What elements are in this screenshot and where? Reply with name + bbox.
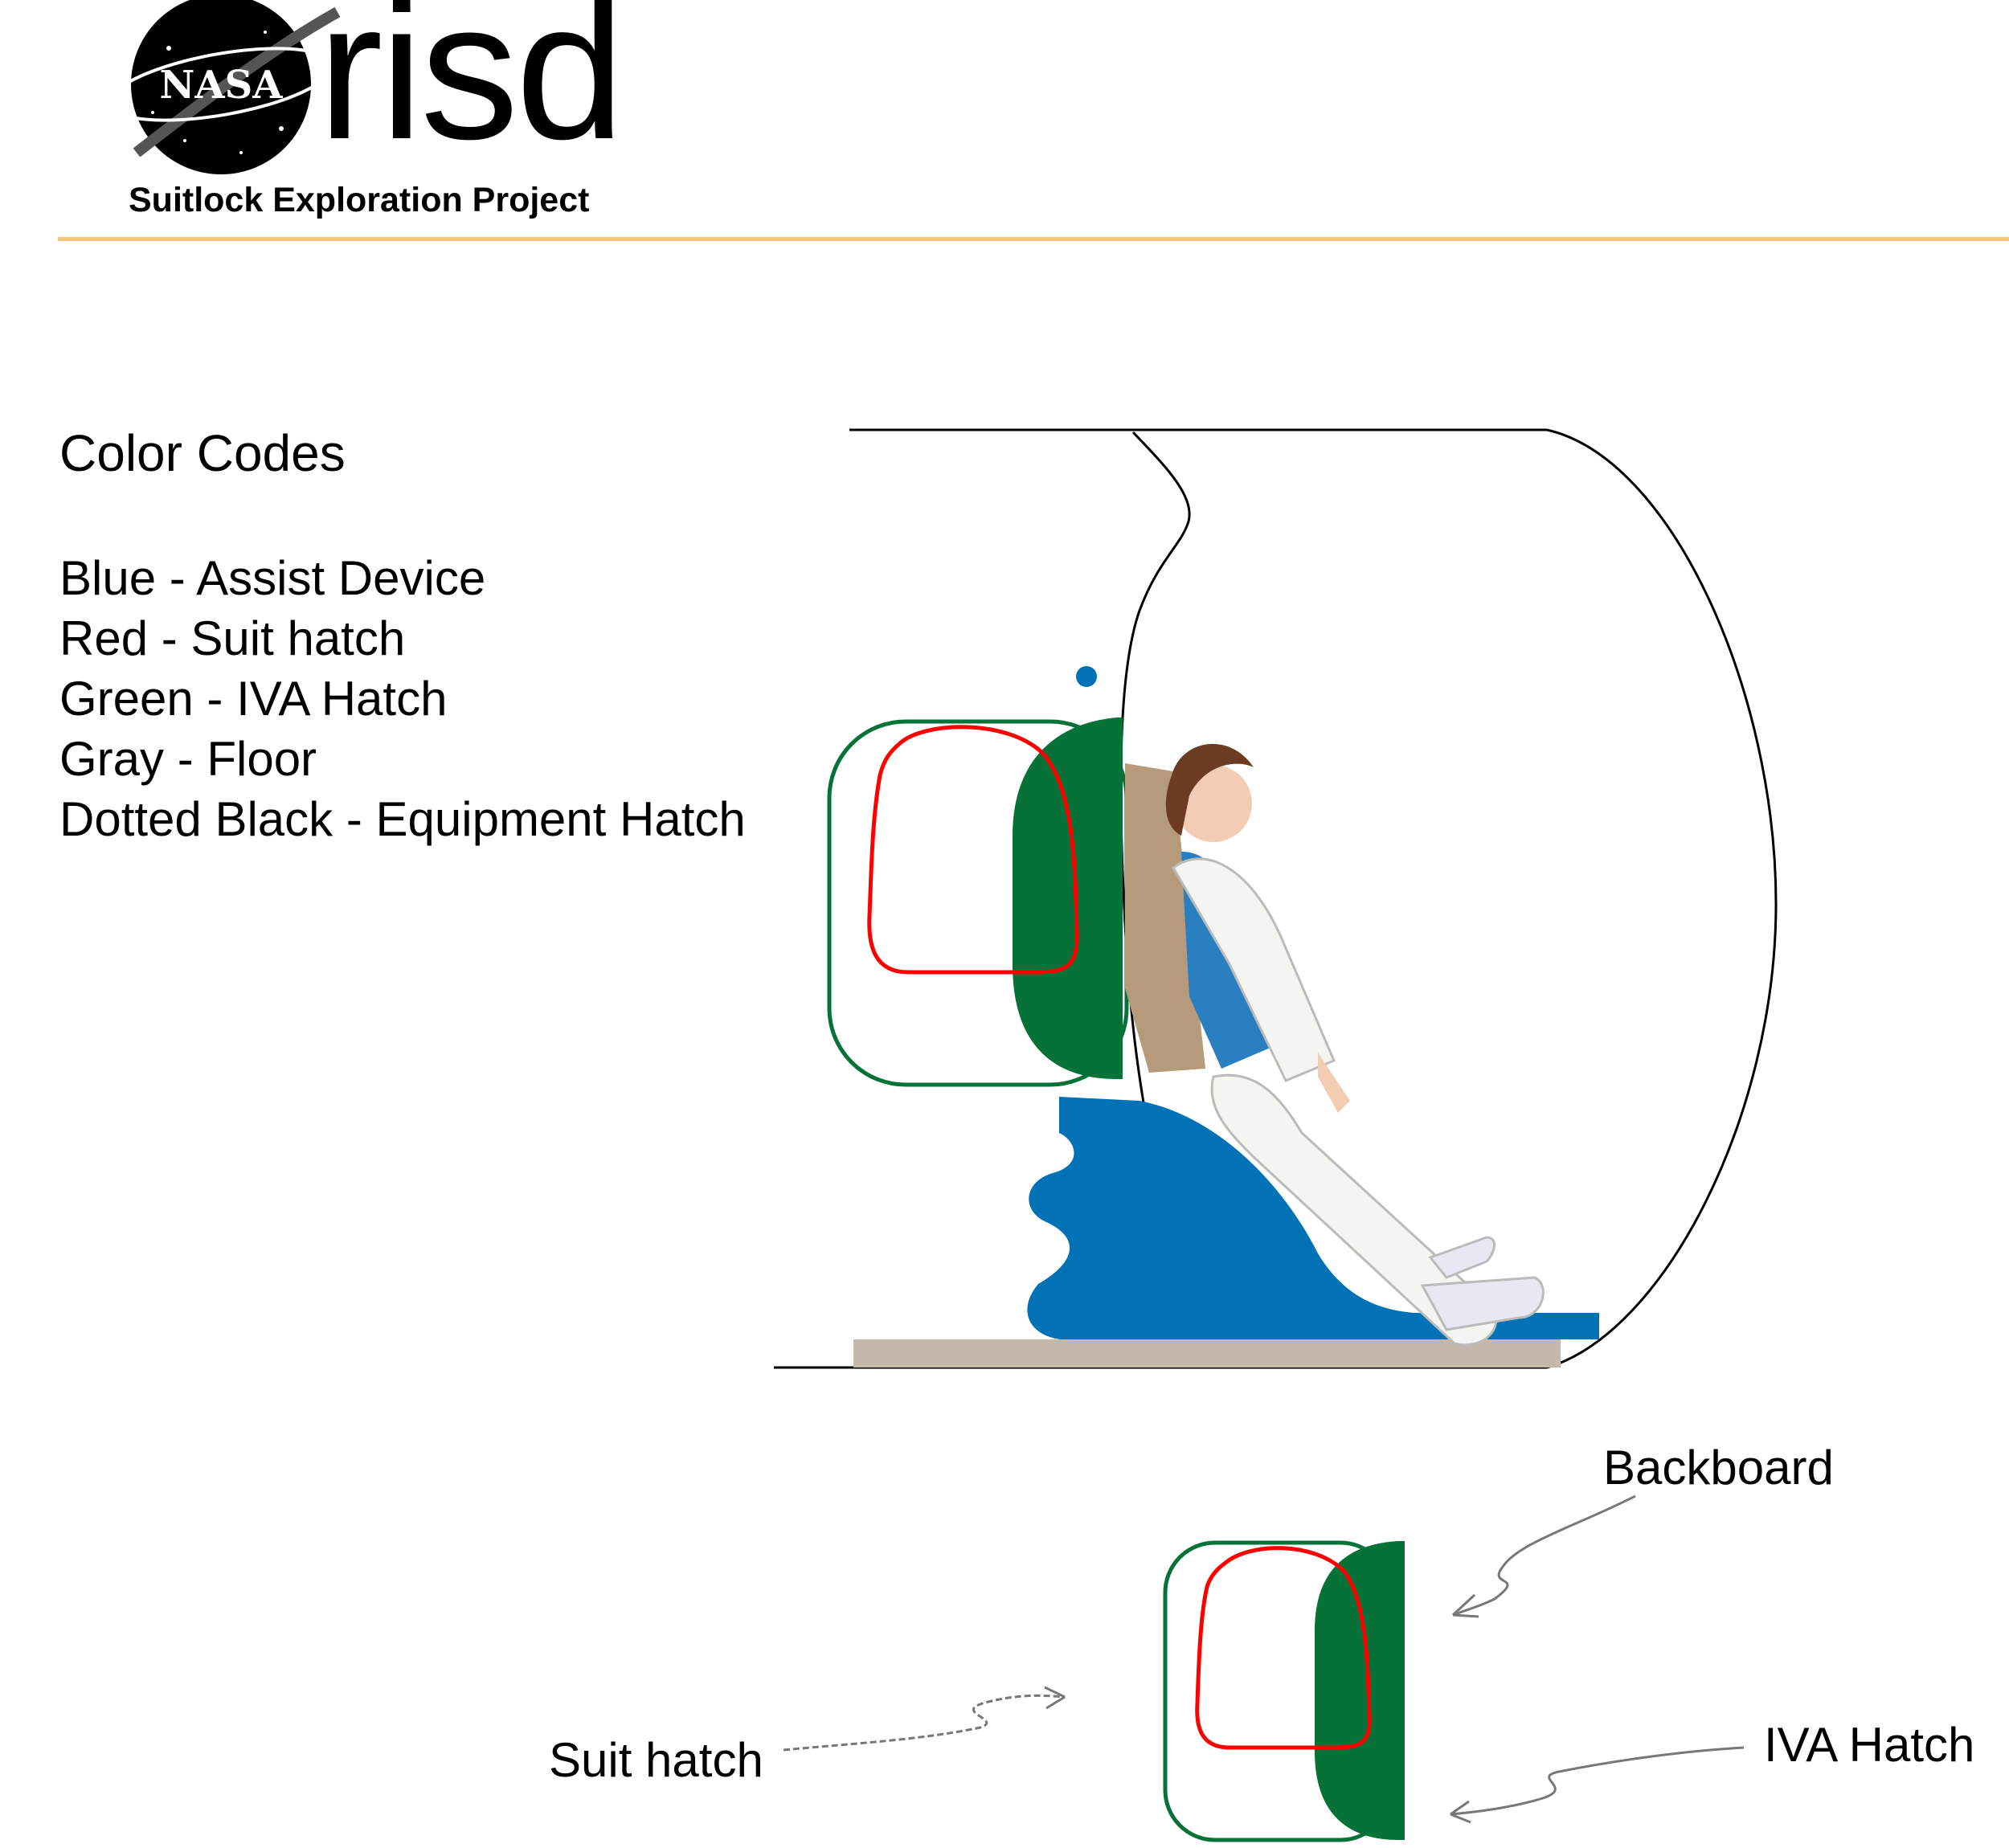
arrow-icon (783, 1494, 1745, 1824)
callout-backboard: Backboard (1603, 1441, 1834, 1494)
header-divider (58, 237, 2009, 241)
hatch-detail (1163, 1540, 1405, 1842)
assist-device-handle (1076, 666, 1097, 687)
suit-hatch-detail (1195, 1546, 1372, 1750)
callout-suit-hatch: Suit hatch (549, 1733, 763, 1787)
legend-item-gray: Gray - Floor (59, 732, 317, 786)
legend-item-green: Green - IVA Hatch (59, 672, 448, 726)
legend-item-dotted: Dotted Black - Equipment Hatch (59, 792, 746, 846)
backboard-panel (1125, 763, 1205, 1073)
legend-title: Color Codes (59, 424, 346, 482)
floor (853, 1339, 1561, 1368)
project-subtitle: Suitlock Exploration Project (129, 181, 590, 219)
legend-item-red: Red - Suit hatch (59, 611, 406, 665)
suit-hatch (867, 725, 1079, 975)
callout-iva-hatch: IVA Hatch (1764, 1718, 1975, 1772)
legend-item-blue: Blue - Assist Device (59, 551, 486, 605)
iva-hatch-backboard-detail (1315, 1541, 1405, 1840)
iva-hatch-backboard (1013, 718, 1123, 1079)
brand-wordmark: risd (317, 0, 625, 180)
assist-device (1027, 1097, 1599, 1339)
astronaut-figure (1165, 743, 1545, 1347)
